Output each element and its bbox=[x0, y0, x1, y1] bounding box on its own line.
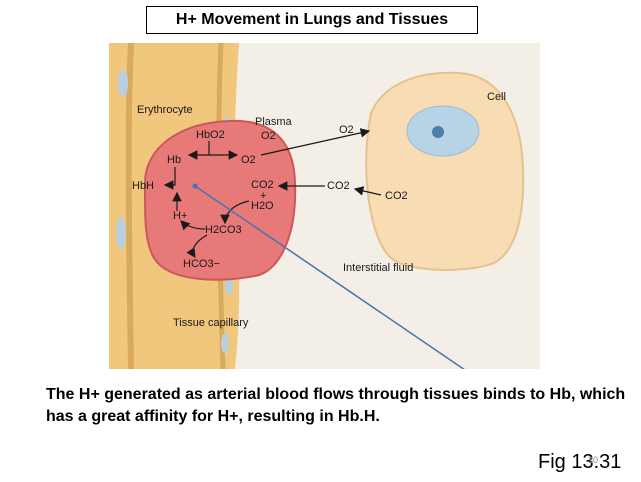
plasma-label: Plasma bbox=[255, 116, 293, 128]
h-plus-label: H+ bbox=[173, 210, 187, 222]
caption: The H+ generated as arterial blood flows… bbox=[46, 386, 626, 425]
slide-title: H+ Movement in Lungs and Tissues bbox=[146, 6, 478, 34]
h-plus-diagram: Erythrocyte Cell Plasma O2 HbO2 Hb O2 O2… bbox=[109, 43, 540, 369]
plus-label: + bbox=[260, 190, 266, 202]
cell-label: Cell bbox=[487, 91, 506, 103]
h2co3-to-hco3-arrow bbox=[186, 234, 208, 258]
hb-to-hbh-arrow bbox=[163, 167, 176, 190]
erythrocyte-label: Erythrocyte bbox=[137, 104, 193, 116]
h2co3-to-h-plus-arrow bbox=[180, 220, 206, 231]
co2-inner-label: CO2 bbox=[251, 179, 274, 191]
o2-cell-label: O2 bbox=[339, 124, 354, 136]
h2co3-label: H2CO3 bbox=[205, 224, 242, 236]
tissue-capillary-label: Tissue capillary bbox=[173, 317, 249, 329]
h2o-label: H2O bbox=[251, 200, 274, 212]
plasma-o2-label: O2 bbox=[261, 130, 276, 142]
o2-inner-label: O2 bbox=[241, 154, 256, 166]
hb-label: Hb bbox=[167, 154, 181, 166]
o2-to-cell-arrow bbox=[260, 128, 371, 156]
tissue-cell bbox=[365, 71, 525, 271]
slide-number: 30 bbox=[588, 455, 599, 465]
pointer-dot bbox=[192, 183, 198, 189]
hbh-label: HbH bbox=[132, 180, 154, 192]
hbo2-label: HbO2 bbox=[196, 129, 225, 141]
co2-cell-label: CO2 bbox=[385, 190, 408, 202]
interstitial-fluid-label: Interstitial fluid bbox=[343, 262, 413, 274]
co2-mid-label: CO2 bbox=[327, 180, 350, 192]
cell-co2-to-plasma-arrow bbox=[353, 186, 382, 196]
pointer-line bbox=[194, 185, 465, 369]
hco3-label: HCO3− bbox=[183, 258, 220, 270]
erythrocyte bbox=[143, 119, 297, 281]
figure-reference: Fig 13.31 bbox=[538, 451, 622, 473]
